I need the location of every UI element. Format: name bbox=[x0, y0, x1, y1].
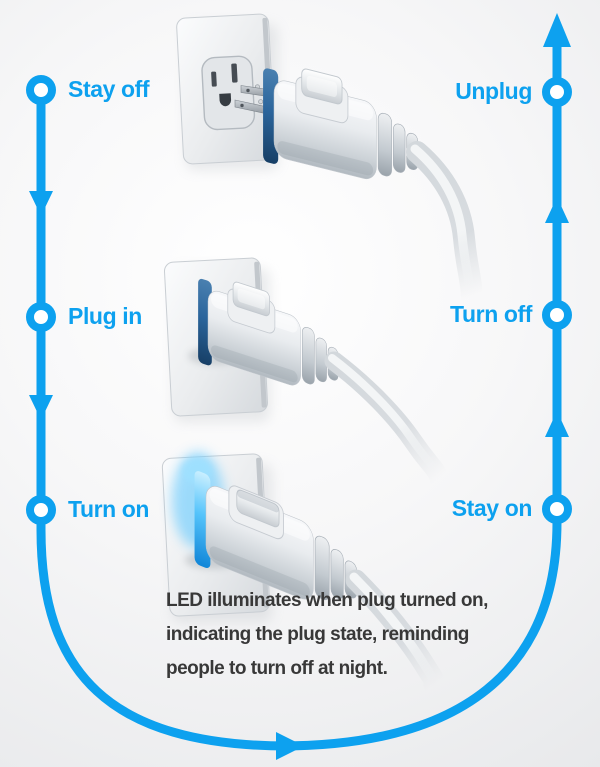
cycle-path-right bbox=[279, 40, 562, 751]
arrow-up-icon bbox=[545, 411, 569, 437]
cycle-step-label-plug-in: Plug in bbox=[68, 302, 142, 329]
caption-line: people to turn off at night. bbox=[166, 658, 388, 679]
cycle-step-label-unplug: Unplug bbox=[455, 77, 532, 104]
socket-slot-right bbox=[231, 63, 238, 83]
power-switch-on bbox=[236, 489, 280, 528]
screw-icon bbox=[258, 99, 264, 105]
scene-plugged-led-on bbox=[161, 452, 445, 696]
cycle-flow bbox=[26, 13, 572, 760]
cycle-step-label-stay-on: Stay on bbox=[451, 494, 533, 521]
cycle-step-label-stay-off: Stay off bbox=[68, 75, 150, 102]
power-switch-off bbox=[301, 68, 343, 105]
power-cable bbox=[345, 569, 445, 696]
power-cable bbox=[406, 141, 483, 308]
cycle-node-unplug bbox=[542, 77, 572, 107]
plug-inserted bbox=[198, 278, 339, 386]
cycle-node-plug-in bbox=[26, 302, 56, 332]
cycle-node-turn-off bbox=[542, 300, 572, 330]
plug-led-on bbox=[194, 471, 357, 601]
caption-text: LED illuminates when plug turned on, ind… bbox=[166, 584, 488, 686]
socket-slot-left bbox=[211, 71, 217, 87]
caption-line: indicating the plug state, reminding bbox=[166, 624, 469, 645]
cycle-step-label-turn-on: Turn on bbox=[68, 495, 150, 522]
caption-line: LED illuminates when plug turned on, bbox=[166, 590, 488, 611]
socket-ground-hole bbox=[219, 93, 232, 107]
power-cable bbox=[324, 351, 449, 488]
arrow-right-icon bbox=[276, 732, 304, 760]
scene-unplugged bbox=[176, 13, 483, 308]
arrow-down-icon bbox=[29, 395, 53, 420]
cycle-step-label-turn-off: Turn off bbox=[450, 300, 532, 327]
scene-plugged-off bbox=[163, 257, 449, 488]
cycle-path-left bbox=[36, 90, 289, 751]
arrow-down-icon bbox=[29, 191, 53, 216]
arrow-up-icon bbox=[545, 197, 569, 223]
cycle-node-stay-off bbox=[26, 75, 56, 105]
outlet-socket-icon bbox=[201, 55, 264, 131]
power-switch-off bbox=[232, 281, 270, 317]
cycle-node-stay-on bbox=[542, 494, 572, 524]
cycle-node-turn-on bbox=[26, 495, 56, 525]
arrow-up-icon bbox=[543, 13, 571, 47]
plug-unplugged bbox=[263, 68, 418, 180]
